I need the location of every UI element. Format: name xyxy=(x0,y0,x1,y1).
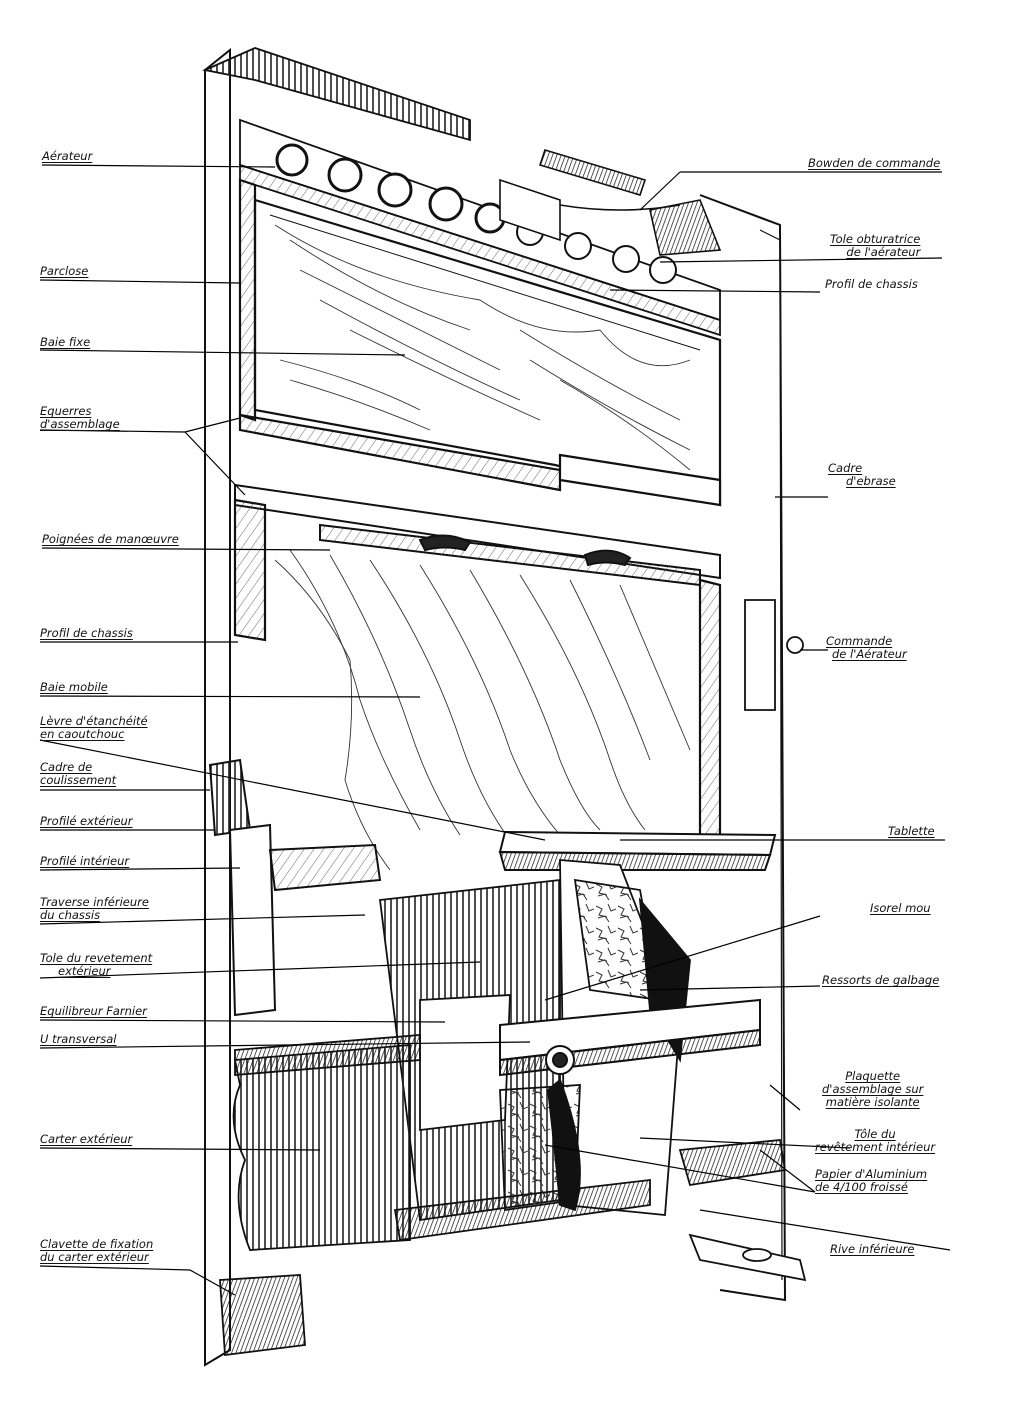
carter-exterieur xyxy=(232,1034,651,1251)
label-baie-mobile: Baie mobile xyxy=(40,680,108,694)
label-plaquette: Plaquette d'assemblage sur matière isola… xyxy=(822,1070,923,1109)
label-cadre-ebrase: Cadre d'ebrase xyxy=(828,462,896,488)
label-levre: Lèvre d'étanchéité en caoutchouc xyxy=(40,715,148,741)
label-tole-interieur-line1: Tôle du xyxy=(854,1127,896,1141)
label-papier-aluminium-line1: Papier d'Aluminium xyxy=(815,1167,928,1181)
commande-device xyxy=(744,599,804,711)
label-cadre-ebrase-line1: Cadre xyxy=(828,461,863,475)
label-clavette: Clavette de fixation du carter extérieur xyxy=(40,1238,153,1264)
label-baie-fixe: Baie fixe xyxy=(40,335,91,349)
label-plaquette-line2: d'assemblage sur xyxy=(822,1082,924,1096)
bottom-parts xyxy=(219,1139,807,1357)
label-carter-exterieur: Carter extérieur xyxy=(40,1132,133,1146)
label-tole-exterieur-line2: extérieur xyxy=(58,964,111,978)
label-bowden: Bowden de commande xyxy=(808,156,941,170)
poignees-rail xyxy=(234,483,721,587)
label-plaquette-line1: Plaquette xyxy=(845,1069,901,1083)
label-tole-obturatrice-line2: de l'aérateur xyxy=(846,245,921,259)
label-tole-interieur-line2: revêtement intérieur xyxy=(815,1140,936,1154)
label-profil-chassis-left: Profil de chassis xyxy=(40,626,133,640)
baie-mobile-glass xyxy=(274,549,691,871)
label-equilibreur: Equilibreur Farnier xyxy=(40,1004,147,1018)
label-papier-aluminium-line2: de 4/100 froissé xyxy=(815,1180,908,1194)
label-u-transversal: U transversal xyxy=(40,1032,117,1046)
label-clavette-line1: Clavette de fixation xyxy=(40,1237,154,1251)
label-tole-exterieur: Tole du revetement extérieur xyxy=(40,952,152,978)
label-traverse: Traverse inférieure du chassis xyxy=(40,896,149,922)
label-rive-inferieure: Rive inférieure xyxy=(830,1242,915,1256)
label-commande-line1: Commande xyxy=(826,634,893,648)
label-equerres: Equerres d'assemblage xyxy=(40,405,120,431)
baie-mobile-frame xyxy=(233,498,722,842)
label-tablette: Tablette xyxy=(888,824,935,838)
aerateur-rail xyxy=(202,47,721,337)
label-traverse-line1: Traverse inférieure xyxy=(40,895,149,909)
label-tole-exterieur-line1: Tole du revetement xyxy=(40,951,153,965)
label-profil-chassis-right: Profil de chassis xyxy=(825,277,918,291)
label-commande-line2: de l'Aérateur xyxy=(832,647,907,661)
label-tole-interieur: Tôle du revêtement intérieur xyxy=(815,1128,935,1154)
bowden-mechanism xyxy=(499,149,722,256)
aerateur-holes xyxy=(275,143,677,284)
leader-lines xyxy=(39,164,951,1296)
label-ressorts: Ressorts de galbage xyxy=(822,973,940,987)
label-profile-exterieur: Profilé extérieur xyxy=(40,814,133,828)
label-aerateur: Aérateur xyxy=(42,149,93,163)
label-levre-line2: en caoutchouc xyxy=(40,727,125,741)
label-equerres-line1: Equerres xyxy=(40,404,92,418)
label-cadre-coulissement-line1: Cadre de xyxy=(40,760,93,774)
baie-fixe-glass xyxy=(274,224,691,471)
label-cadre-coulissement-line2: coulissement xyxy=(40,773,117,787)
label-tole-obturatrice: Tole obturatrice de l'aérateur xyxy=(830,233,920,259)
label-cadre-coulissement: Cadre de coulissement xyxy=(40,761,116,787)
label-parclose: Parclose xyxy=(40,264,89,278)
label-profile-interieur: Profilé intérieur xyxy=(40,854,130,868)
baie-fixe-frame xyxy=(238,178,722,507)
label-clavette-line2: du carter extérieur xyxy=(40,1250,149,1264)
tablette xyxy=(498,830,777,871)
label-papier-aluminium: Papier d'Aluminium de 4/100 froissé xyxy=(815,1168,927,1194)
label-tole-obturatrice-line1: Tole obturatrice xyxy=(830,232,921,246)
label-equerres-line2: d'assemblage xyxy=(40,417,120,431)
label-cadre-ebrase-line2: d'ebrase xyxy=(846,474,896,488)
label-isorel: Isorel mou xyxy=(870,901,931,915)
side-profiles xyxy=(208,758,382,1017)
label-plaquette-line3: matière isolante xyxy=(825,1095,920,1109)
label-traverse-line2: du chassis xyxy=(40,908,101,922)
u-transversal xyxy=(499,998,761,1077)
label-poignees: Poignées de manœuvre xyxy=(42,532,179,546)
label-levre-line1: Lèvre d'étanchéité xyxy=(40,714,148,728)
label-commande: Commande de l'Aérateur xyxy=(826,635,907,661)
